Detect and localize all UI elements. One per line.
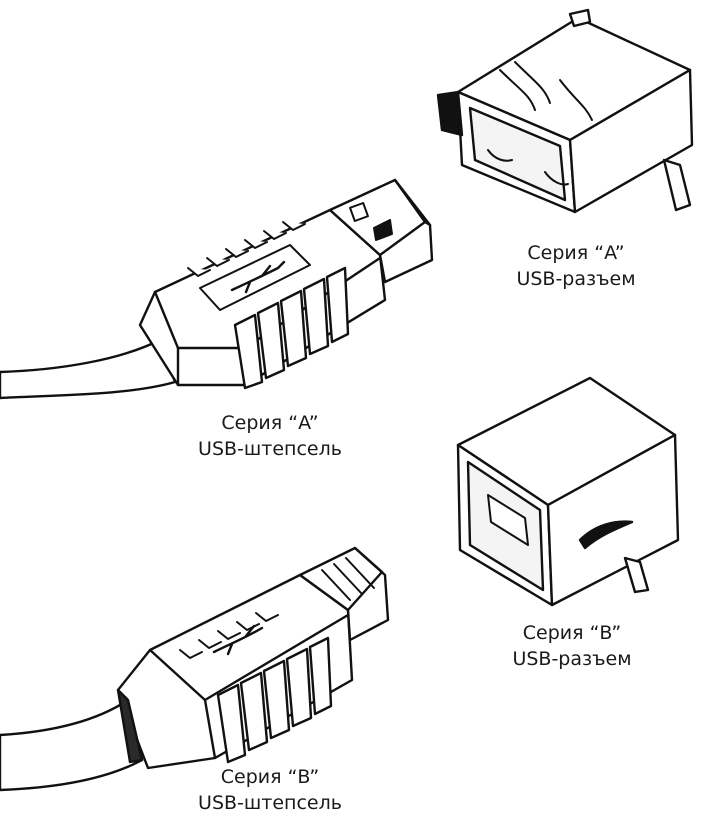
usb-b-socket <box>456 376 680 607</box>
usb-a-socket-tab-left <box>436 90 464 137</box>
usb-b-plug-side-ribs <box>216 636 333 764</box>
label-usb-b-socket-line2: USB-разъем <box>512 648 632 670</box>
label-usb-b-plug: Серия “B” USB-штепсель <box>150 764 390 816</box>
usb-a-socket-leg <box>662 158 692 212</box>
usb-a-socket-springs <box>487 61 593 186</box>
usb-a-plug-logo-panel <box>199 244 311 311</box>
usb-b-plug <box>0 546 390 792</box>
usb-a-socket-tab-top <box>568 8 592 28</box>
usb-b-plug-cable <box>0 698 144 792</box>
label-usb-b-socket: Серия “B” USB-разъем <box>452 620 692 672</box>
label-usb-b-socket-line1: Серия “B” <box>522 622 622 644</box>
usb-trident-icon <box>212 624 264 656</box>
usb-a-plug-body <box>138 208 387 387</box>
usb-b-plug-head-grooves <box>321 557 375 601</box>
usb-b-socket-spring <box>578 520 634 550</box>
label-usb-b-plug-line2: USB-штепсель <box>198 792 342 814</box>
usb-a-socket-side <box>568 68 694 214</box>
label-usb-a-socket: Серия “A” USB-разъем <box>456 240 696 292</box>
usb-a-plug-hole-1 <box>349 202 369 222</box>
label-usb-a-socket-line1: Серия “A” <box>527 242 625 264</box>
usb-trident-icon <box>230 260 286 294</box>
usb-b-plug-body <box>116 573 354 770</box>
usb-b-socket-side <box>546 433 680 607</box>
usb-a-plug-top-ribs <box>187 221 306 277</box>
label-usb-b-plug-line1: Серия “B” <box>220 766 320 788</box>
label-usb-a-socket-line2: USB-разъем <box>516 268 636 290</box>
usb-a-plug-hole-2 <box>373 219 393 241</box>
usb-a-socket-opening <box>468 106 567 202</box>
usb-a-plug-side-ribs <box>233 266 350 390</box>
label-usb-a-plug-line2: USB-штепсель <box>198 438 342 460</box>
usb-a-plug-cable <box>0 338 177 400</box>
usb-b-plug-top-ribs <box>179 612 279 659</box>
usb-b-socket-leg <box>623 556 650 594</box>
usb-b-plug-collar <box>116 688 144 764</box>
usb-b-socket-tongue <box>487 494 529 546</box>
usb-a-plug <box>0 178 434 400</box>
label-usb-a-plug-line1: Серия “A” <box>221 412 319 434</box>
usb-a-socket <box>436 8 694 214</box>
label-usb-a-plug: Серия “A” USB-штепсель <box>150 410 390 462</box>
